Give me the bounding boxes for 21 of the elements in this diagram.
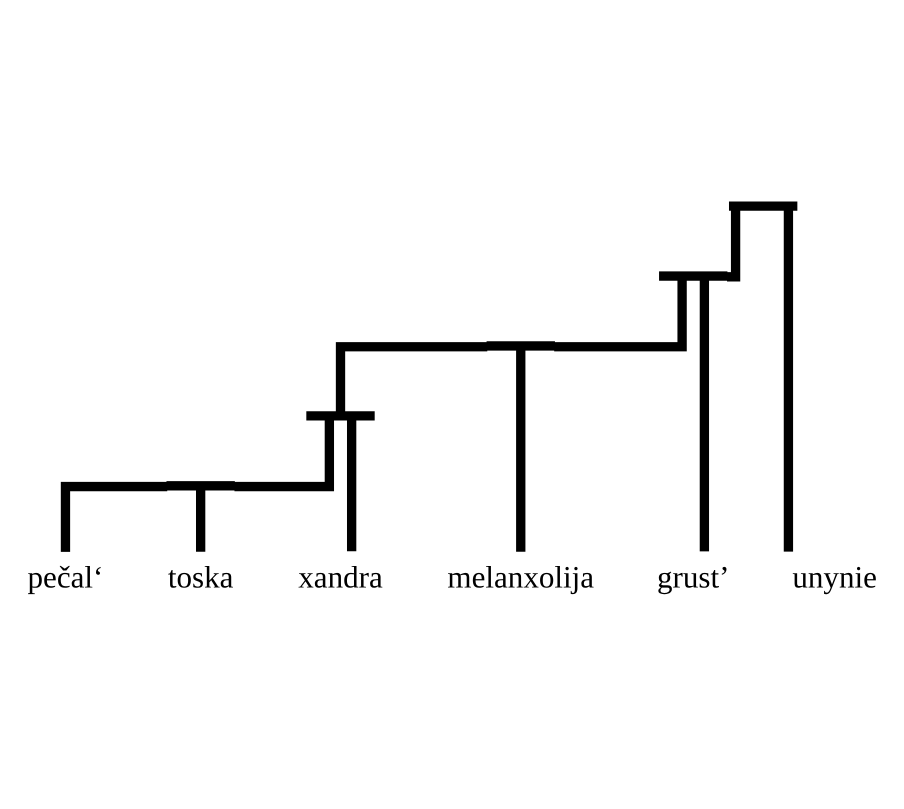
connector (554, 280, 687, 351)
connector (60, 481, 168, 552)
node-bar (659, 270, 728, 280)
connector (516, 350, 526, 552)
connector (336, 342, 488, 412)
connector (234, 420, 334, 491)
connector (727, 210, 740, 281)
node-text: toska (168, 559, 234, 594)
node-text: melanxolija (447, 559, 594, 594)
node-text: grust’ (657, 559, 730, 594)
node-bar (306, 410, 375, 420)
node-text: unynie (792, 559, 877, 594)
connector (700, 280, 710, 551)
node-text: xandra (298, 559, 383, 594)
connector (346, 419, 356, 551)
node-bar (728, 200, 798, 210)
connector (196, 489, 206, 552)
node-text: pečal‘ (28, 559, 104, 594)
connector (784, 210, 794, 552)
node-bar (166, 480, 235, 490)
node-bar (486, 340, 555, 350)
